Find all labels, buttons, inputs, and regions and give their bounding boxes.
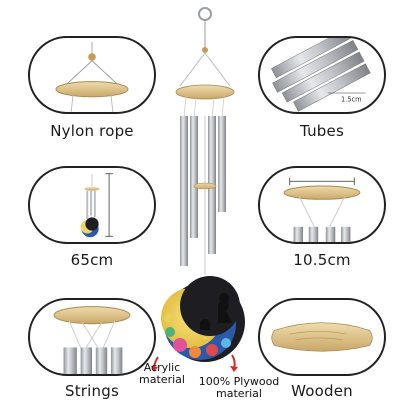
nylon-rope-detail [28,36,156,114]
tubes-detail: 1.5cm [258,36,386,114]
plywood-material-note: 100% Plywood material [198,375,280,400]
strings-detail [28,298,156,376]
wooden-detail [258,298,386,376]
tube-diameter-label: 1.5cm [341,96,362,104]
tubes-label: Tubes [300,122,344,140]
nylon-rope-label: Nylon rope [50,122,134,140]
acrylic-material-note: Acrylic material [139,361,185,386]
width-label: 10.5cm [293,251,351,269]
wooden-label: Wooden [291,382,353,400]
length-detail [28,166,156,244]
strings-label: Strings [65,382,119,400]
width-detail [258,166,386,244]
svg-text:~: ~ [203,336,207,342]
length-label: 65cm [70,251,114,269]
